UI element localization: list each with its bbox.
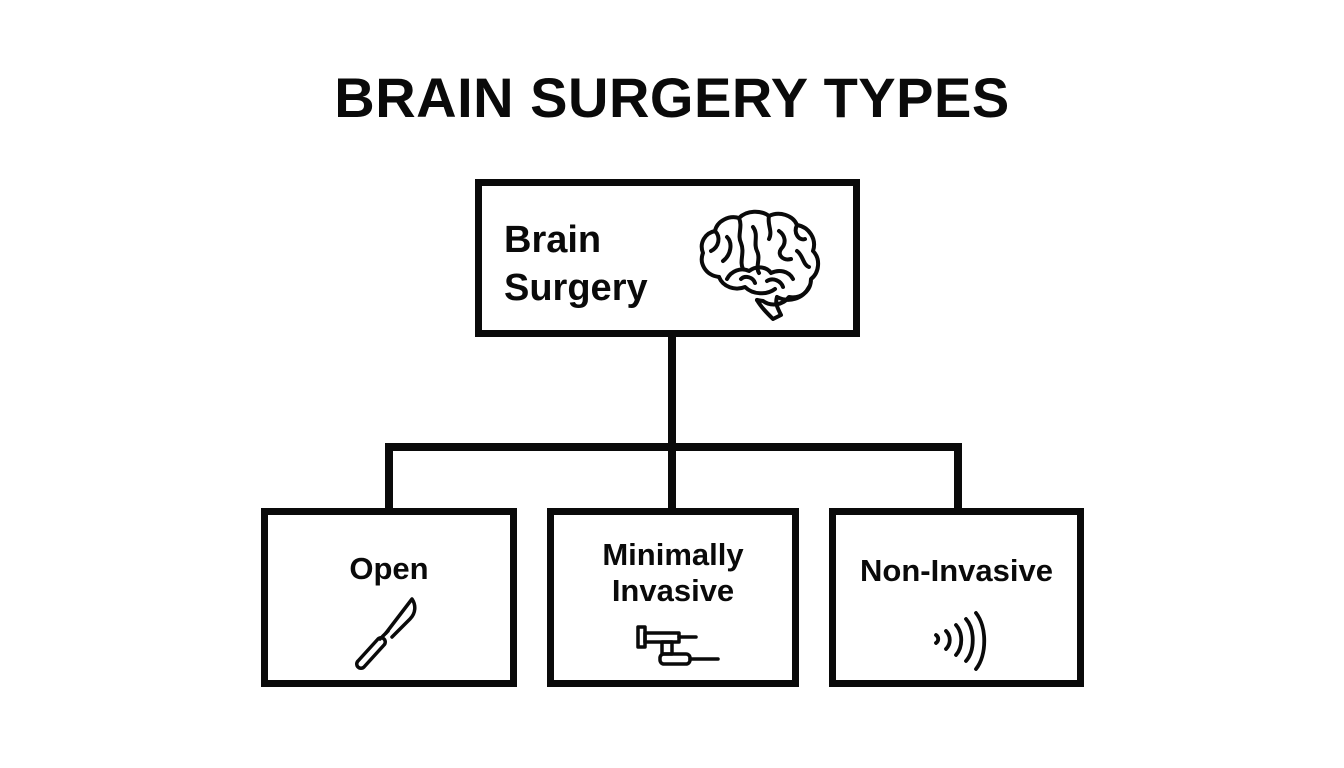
sound-waves-icon (934, 611, 987, 671)
brain-icon (699, 209, 820, 321)
child-label-line2: Invasive (611, 573, 735, 608)
child-node-open: Open (261, 508, 517, 687)
child-label-open: Open (349, 551, 429, 586)
connector-branch-minimally-invasive (668, 443, 676, 511)
root-node-label: Brain Surgery (504, 216, 648, 312)
child-node-non-invasive: Non-Invasive (829, 508, 1084, 687)
connector-branch-open (385, 443, 393, 511)
child-label-non-invasive: Non-Invasive (860, 553, 1053, 588)
connector-stem (668, 336, 676, 448)
root-label-line1: Brain (504, 219, 602, 261)
diagram-title: BRAIN SURGERY TYPES (334, 66, 1010, 129)
scalpel-icon (355, 597, 417, 670)
connector-branch-non-invasive (954, 443, 962, 511)
child-label-line1: Minimally (602, 537, 744, 572)
root-label-line2: Surgery (504, 267, 648, 309)
child-node-minimally-invasive: Minimally Invasive (547, 508, 799, 687)
child-label-minimally-invasive: Minimally Invasive (554, 537, 792, 609)
root-node-brain-surgery: Brain Surgery (475, 179, 860, 337)
endoscope-icon (636, 625, 720, 666)
